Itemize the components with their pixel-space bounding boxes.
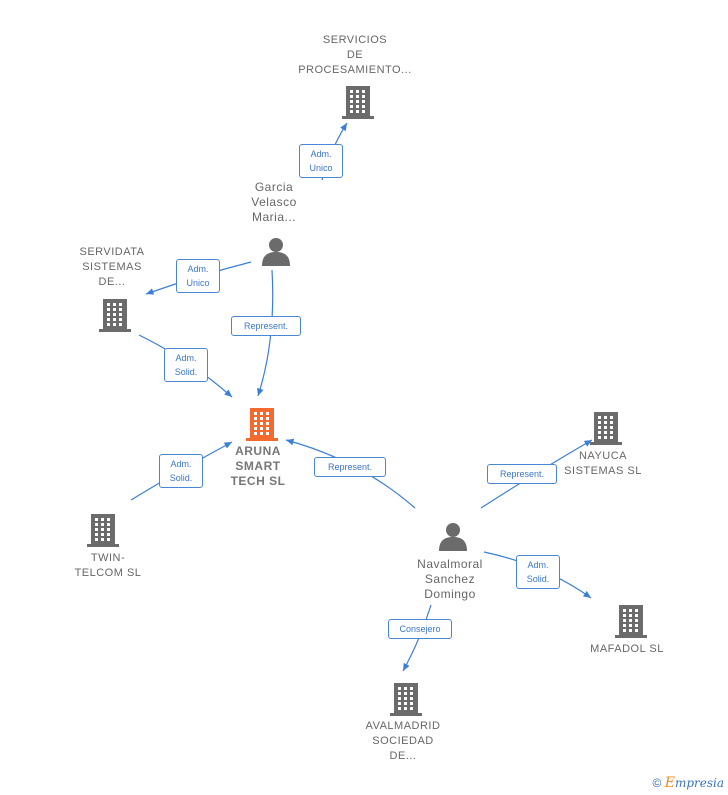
- node-label-mafadol[interactable]: MAFADOL SL: [590, 643, 664, 655]
- edge-label-represent[interactable]: Represent.: [487, 464, 557, 484]
- edge-label-adm-unico[interactable]: Adm. Unico: [176, 259, 220, 293]
- brand-logo[interactable]: Empresia: [664, 775, 724, 791]
- building-icon[interactable]: [99, 297, 131, 338]
- edge-label-represent[interactable]: Represent.: [314, 457, 386, 477]
- building-icon[interactable]: [615, 603, 647, 644]
- node-label-twin[interactable]: TWIN- TELCOM SL: [74, 552, 142, 579]
- edge-label-represent[interactable]: Represent.: [231, 316, 301, 336]
- edge-garcia-to-aruna: [257, 269, 274, 397]
- person-icon[interactable]: [261, 236, 291, 271]
- edge-label-adm-solid[interactable]: Adm. Solid.: [164, 348, 208, 382]
- edge-label-adm-solid[interactable]: Adm. Solid.: [159, 454, 203, 488]
- building-icon[interactable]: [342, 84, 374, 125]
- building-icon[interactable]: [590, 410, 622, 451]
- edge-label-adm-unico[interactable]: Adm. Unico: [299, 144, 343, 178]
- node-label-servidata[interactable]: SERVIDATA SISTEMAS DE...: [79, 246, 145, 288]
- node-label-avalmadrid[interactable]: AVALMADRID SOCIEDAD DE...: [365, 720, 441, 762]
- building-icon[interactable]: [246, 406, 278, 447]
- node-label-nayuca[interactable]: NAYUCA SISTEMAS SL: [564, 450, 642, 477]
- node-label-servicios[interactable]: SERVICIOS DE PROCESAMIENTO...: [298, 34, 412, 76]
- person-icon[interactable]: [438, 521, 468, 556]
- copyright-symbol: ©: [652, 776, 662, 790]
- brand-name: mpresia: [674, 776, 724, 790]
- node-label-navalmoral[interactable]: Navalmoral Sanchez Domingo: [417, 557, 483, 601]
- edge-label-adm-solid[interactable]: Adm. Solid.: [516, 555, 560, 589]
- building-icon[interactable]: [87, 512, 119, 553]
- brand-initial: E: [664, 775, 675, 791]
- copyright-notice: © Empresia: [653, 775, 724, 791]
- building-icon[interactable]: [390, 681, 422, 722]
- node-label-aruna[interactable]: ARUNA SMART TECH SL: [230, 444, 286, 488]
- edge-label-consejero[interactable]: Consejero: [388, 619, 452, 639]
- node-label-garcia[interactable]: Garcia Velasco Maria...: [251, 180, 297, 224]
